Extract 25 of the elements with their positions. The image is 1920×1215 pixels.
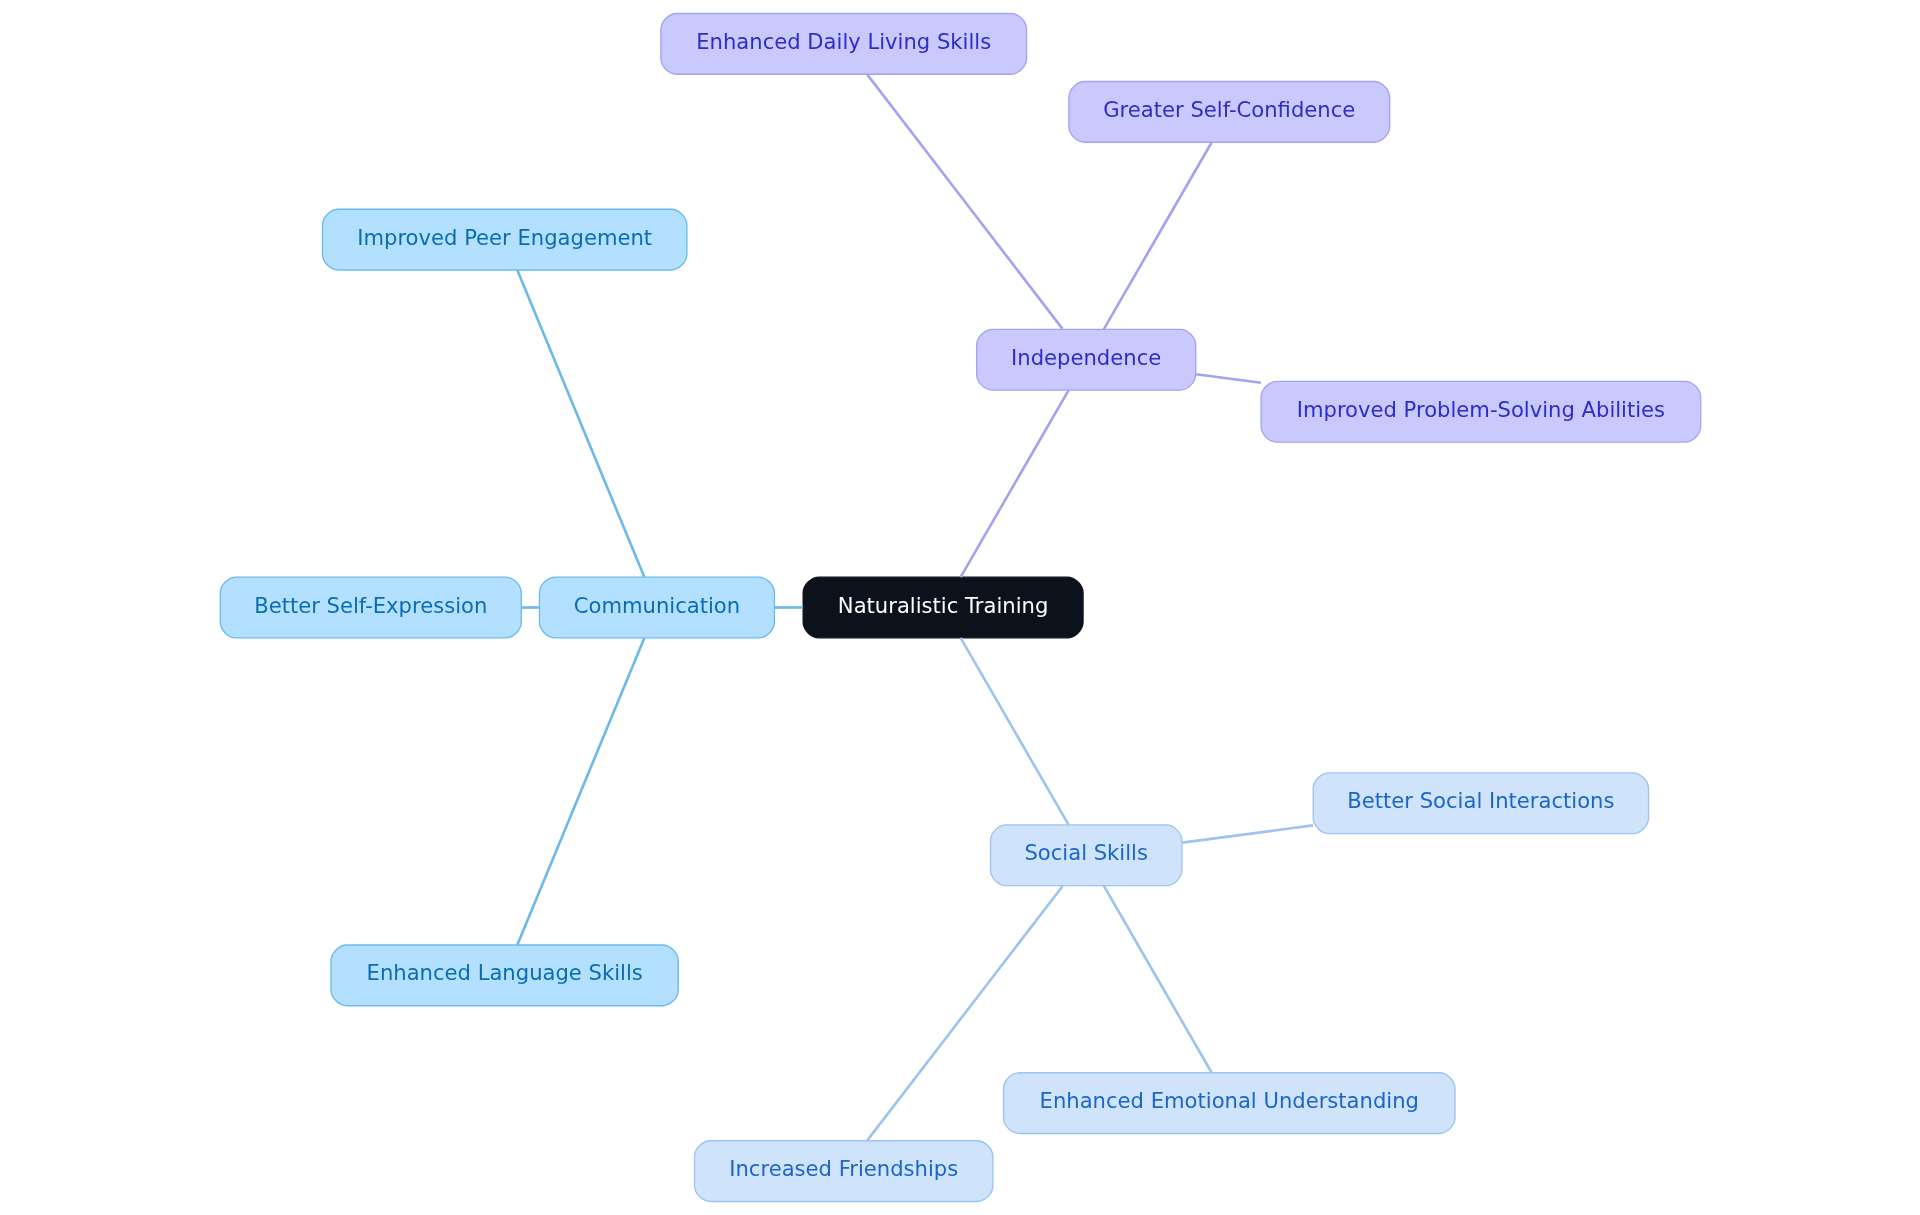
connector bbox=[515, 637, 645, 946]
node-box: Improved Problem-Solving Abilities bbox=[1259, 380, 1701, 443]
node-box: Communication bbox=[538, 576, 775, 639]
node-box: Increased Friendships bbox=[693, 1140, 994, 1203]
node-box: Social Skills bbox=[989, 824, 1183, 887]
connector bbox=[1102, 141, 1213, 330]
connector bbox=[521, 606, 539, 609]
node-box: Better Self-Expression bbox=[219, 576, 522, 639]
connector bbox=[865, 885, 1064, 1142]
node-box: Better Social Interactions bbox=[1312, 772, 1649, 835]
node-box: Enhanced Language Skills bbox=[329, 944, 679, 1007]
connector bbox=[1181, 824, 1313, 844]
node-box: Improved Peer Engagement bbox=[321, 208, 688, 271]
connector bbox=[865, 73, 1064, 330]
node-box: Enhanced Emotional Understanding bbox=[1002, 1072, 1456, 1135]
node-box: Naturalistic Training bbox=[802, 576, 1084, 639]
connector bbox=[774, 606, 803, 609]
connector bbox=[515, 269, 645, 578]
node-box: Greater Self-Confidence bbox=[1067, 80, 1390, 143]
node-box: Independence bbox=[975, 328, 1196, 391]
node-box: Enhanced Daily Living Skills bbox=[659, 12, 1027, 75]
connector bbox=[959, 389, 1070, 578]
connector bbox=[959, 637, 1070, 826]
connector bbox=[1102, 885, 1213, 1074]
connector bbox=[1195, 372, 1261, 385]
